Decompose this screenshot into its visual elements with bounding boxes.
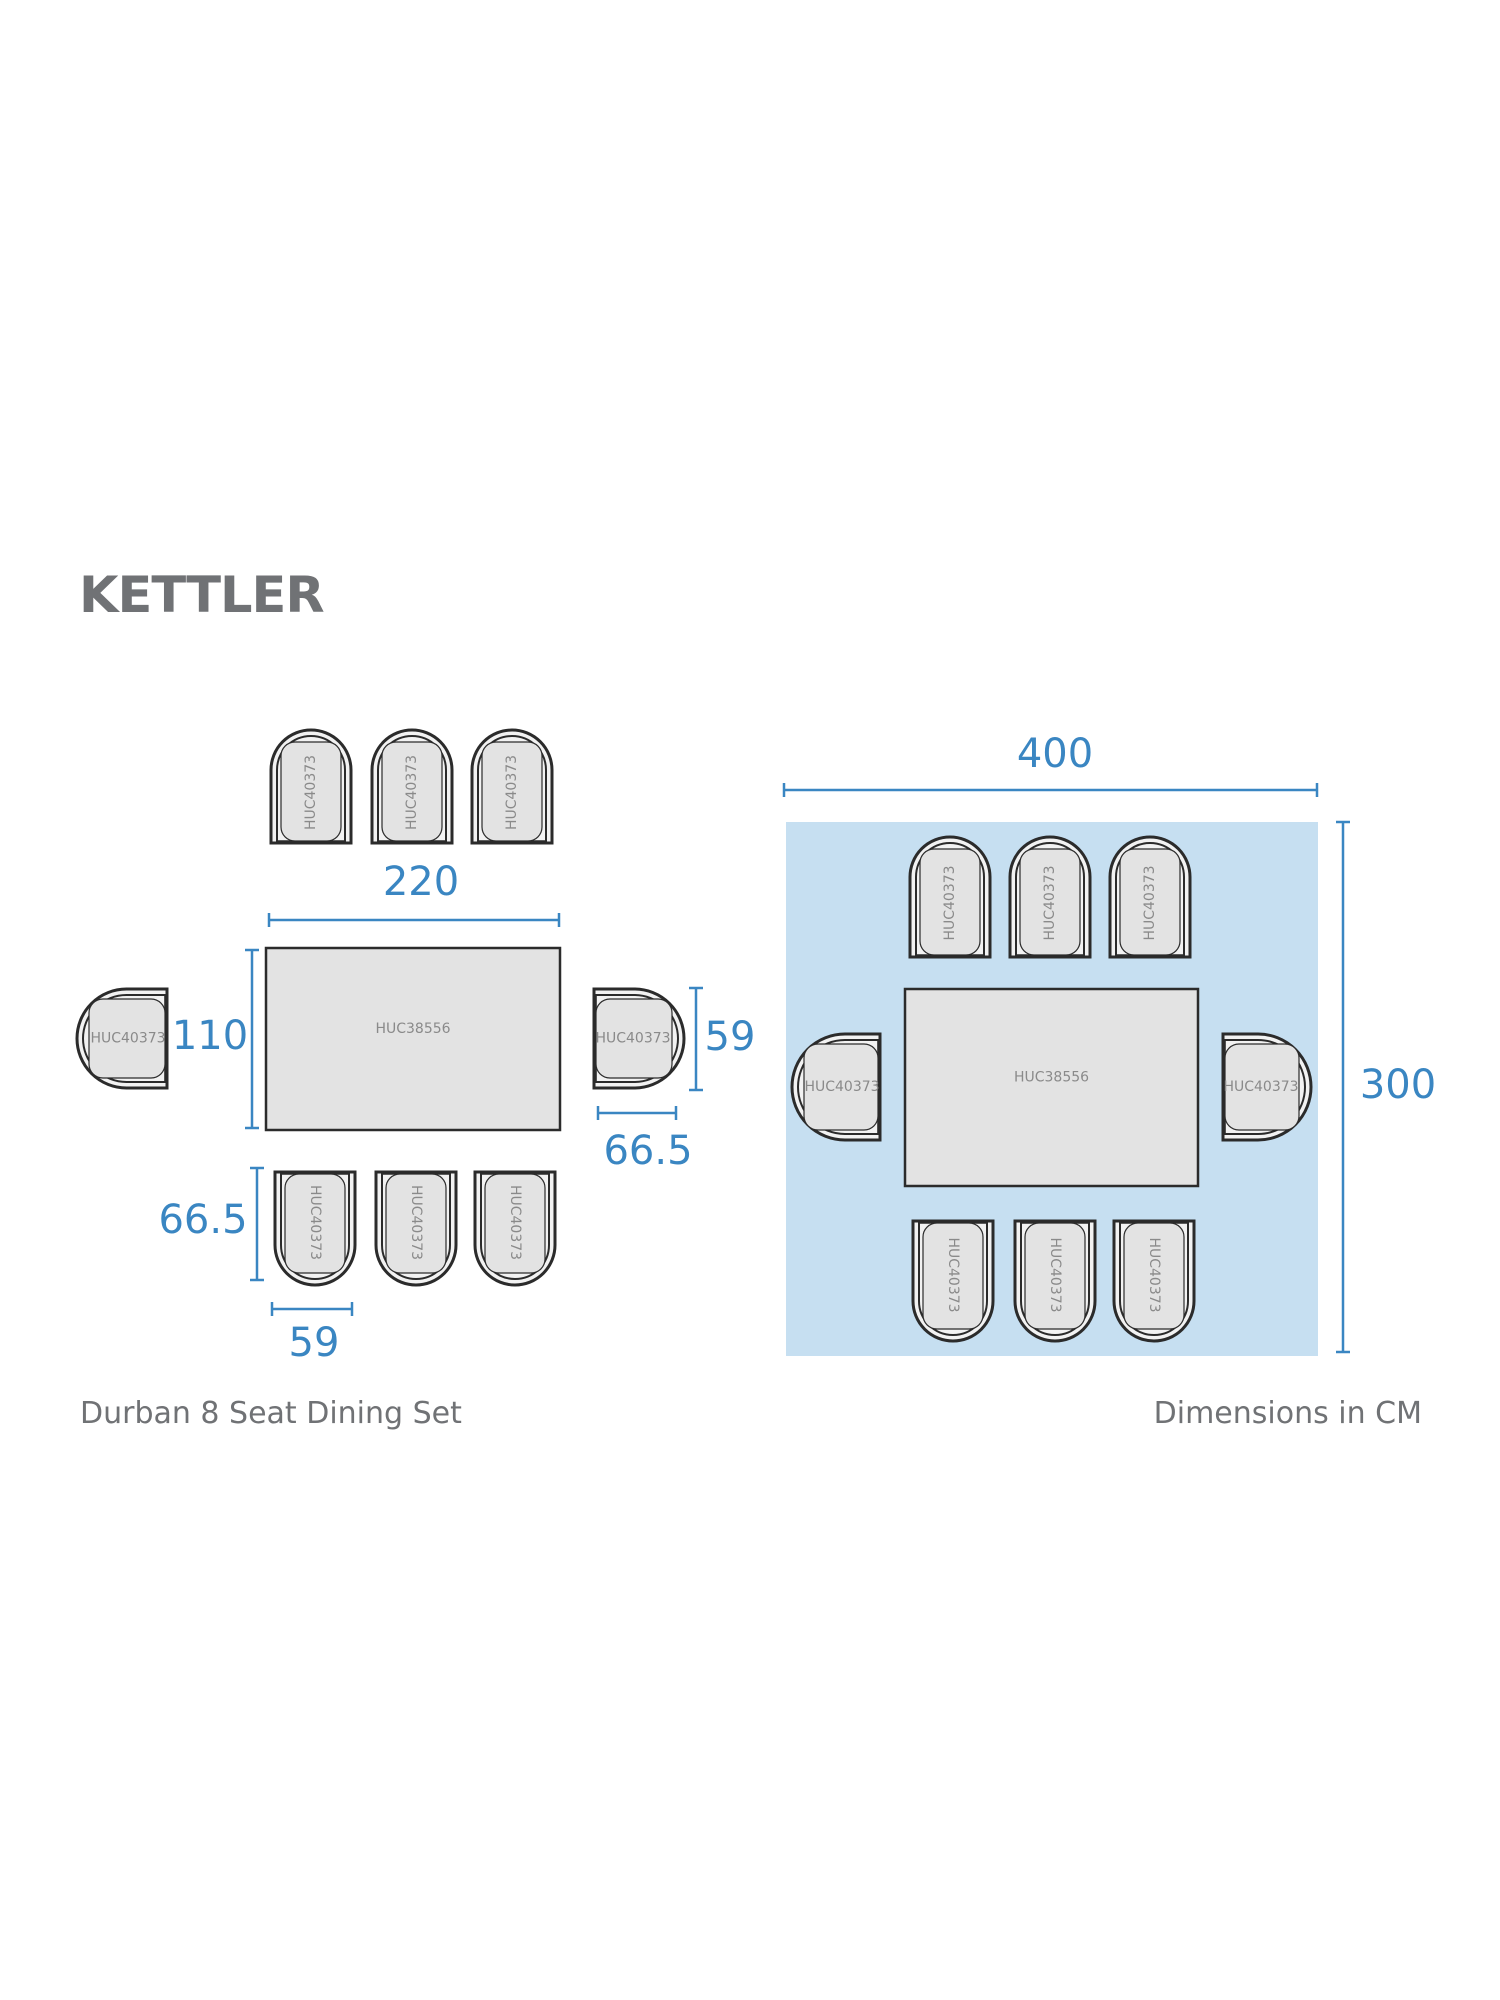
footprint-width-dimension-line [1336,820,1350,1354]
chair [75,987,169,1090]
chair [374,1170,458,1287]
chair [269,728,353,845]
chair-width-bottom-dimension-line [270,1302,354,1316]
chair-code-label: HUC40373 [804,1079,879,1095]
chair [273,1170,357,1287]
chair [911,1219,995,1343]
chair [1108,835,1192,959]
chair [370,728,454,845]
chair-code-label: HUC40373 [1146,1237,1162,1312]
chair-depth-bottom-dimension-line [250,1166,264,1282]
chair-depth-bottom-label: 66.5 [158,1197,247,1243]
chair-depth-dimension-line [596,1106,678,1120]
chair-code-label: HUC40373 [307,1185,323,1260]
chair [470,728,554,845]
chair-code-label: HUC40373 [504,755,520,830]
chair-code-label: HUC40373 [303,755,319,830]
chair-code-label: HUC40373 [90,1031,165,1047]
chair-width-label: 59 [705,1014,756,1060]
chair-code-label: HUC40373 [1047,1237,1063,1312]
dining-table [903,987,1200,1188]
chair-code-label: HUC40373 [595,1031,670,1047]
chair [592,987,686,1090]
chair [1112,1219,1196,1343]
chair-code-label: HUC40373 [404,755,420,830]
chair-code-label: HUC40373 [1142,865,1158,940]
chair-code-label: HUC40373 [942,865,958,940]
product-name: Durban 8 Seat Dining Set [80,1396,462,1431]
table-width-label: 110 [172,1013,248,1059]
chair-code-label: HUC40373 [408,1185,424,1260]
chair-width-bottom-label: 59 [289,1320,340,1366]
chair [908,835,992,959]
chair [1008,835,1092,959]
kettler-logo: KETTLER [79,566,325,624]
table-length-dimension-line [267,913,561,927]
table-width-dimension-line [245,948,259,1130]
chair-code-label: HUC40373 [945,1237,961,1312]
dining-table [264,946,562,1132]
footprint-width-label: 300 [1360,1062,1436,1108]
chair-code-label: HUC40373 [1042,865,1058,940]
chair [473,1170,557,1287]
chair-code-label: HUC40373 [1223,1079,1298,1095]
units-note: Dimensions in CM [1153,1396,1422,1431]
footprint-length-dimension-line [782,783,1319,797]
chair [1221,1032,1313,1142]
chair [790,1032,882,1142]
chair-width-dimension-line [689,986,703,1092]
table-code-label: HUC38556 [1014,1070,1089,1086]
table-code-label: HUC38556 [375,1021,450,1037]
table-length-label: 220 [383,859,459,905]
chair [1013,1219,1097,1343]
footprint-length-label: 400 [1017,731,1093,777]
chair-depth-label: 66.5 [603,1128,692,1174]
chair-code-label: HUC40373 [507,1185,523,1260]
